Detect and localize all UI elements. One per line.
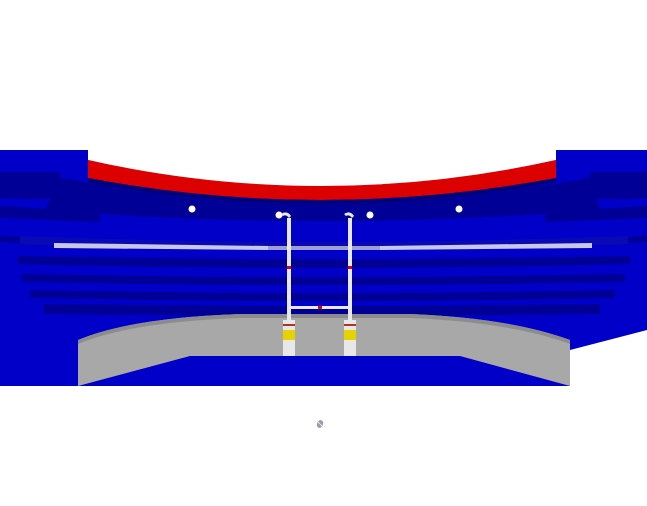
mid-tier-row-4 [30,290,615,301]
mid-tier-row-3 [22,274,625,285]
floodlight-icon [275,211,283,219]
left-post-pad-stripe [283,324,295,326]
balcony-rail-center [268,246,380,250]
right-post [348,218,352,322]
mid-tier-row-2 [18,256,630,268]
crossbar-marker [318,306,322,309]
balcony-rail-left [54,243,268,250]
right-post-pad-band [344,330,356,340]
lower-tier-row [44,304,600,316]
balcony-rail-right [380,243,592,250]
roof-edge [88,178,556,204]
roof-fascia [88,160,556,200]
goal-posts [281,212,356,356]
left-stand-step-2 [0,206,100,222]
rugby-ball-icon[interactable] [316,419,325,429]
floodlight-icon [188,205,196,213]
right-post-marker [348,266,352,269]
right-stand-step-2 [545,206,647,222]
right-post-pad-stripe [344,324,356,326]
right-post-top [344,212,354,218]
floodlight-icon [455,205,463,213]
left-post [287,218,291,322]
floodlight-icon [366,211,374,219]
left-post-pad-band [283,330,295,340]
left-post-top [281,212,291,218]
floodlights [188,205,463,219]
pitch [78,314,570,386]
left-post-marker [287,266,291,269]
